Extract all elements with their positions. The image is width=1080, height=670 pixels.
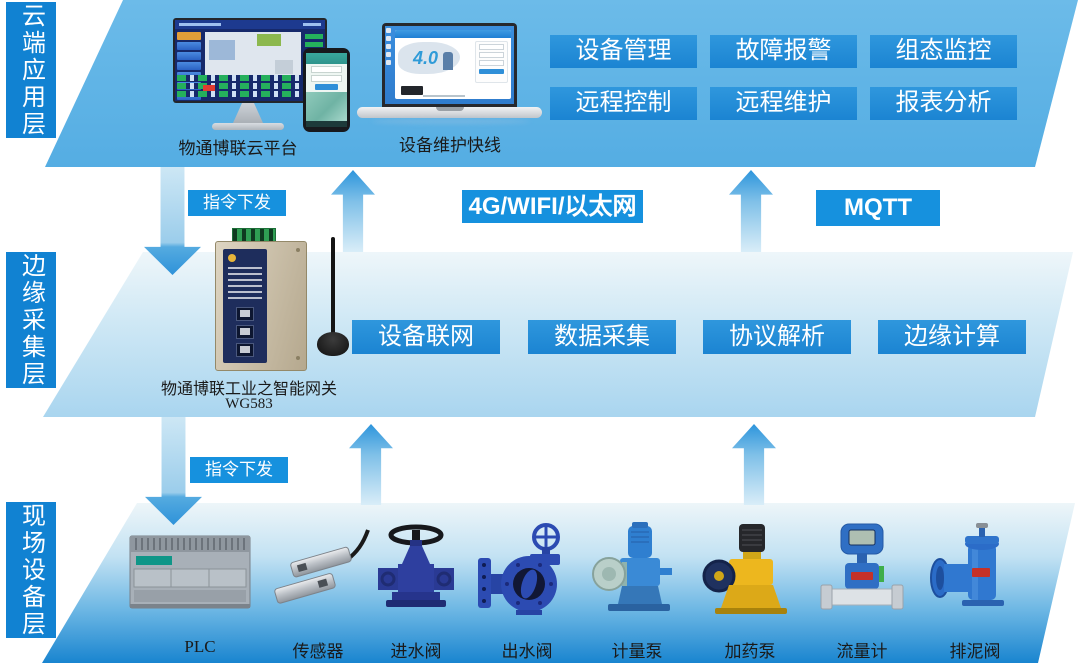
cloud-feature-report-analysis: 报表分析 bbox=[870, 87, 1017, 120]
dashboard-data-rows bbox=[177, 75, 323, 99]
flow-meter-device bbox=[807, 522, 917, 622]
laptop-notch bbox=[436, 107, 464, 111]
gateway-screw bbox=[296, 356, 300, 360]
gateway-logo bbox=[228, 254, 236, 262]
device-label-flow-meter: 流量计 bbox=[836, 642, 888, 661]
dosing-pump-icon bbox=[702, 524, 787, 614]
command-down-tag-top: 指令下发 bbox=[188, 190, 286, 216]
mobile-app-screen bbox=[306, 53, 347, 127]
device-label-plc: PLC bbox=[184, 637, 216, 656]
gateway-label-text bbox=[228, 267, 262, 299]
edge-feature-device-connect: 设备联网 bbox=[352, 320, 500, 354]
cloud-layer-label: 云端应用层 bbox=[6, 2, 56, 138]
edge-feature-edge-compute: 边缘计算 bbox=[878, 320, 1026, 354]
mqtt-protocol-tag: MQTT bbox=[816, 190, 940, 226]
mobile-footer-bar bbox=[306, 121, 347, 127]
inlet-valve-device bbox=[361, 522, 471, 622]
alarm-cell bbox=[203, 85, 215, 91]
butterfly-valve-icon bbox=[478, 523, 560, 615]
sensor-icon bbox=[274, 529, 370, 604]
antenna-rod bbox=[331, 237, 335, 339]
ethernet-port bbox=[236, 343, 254, 357]
login-panel bbox=[475, 41, 508, 83]
dosing-pump-device bbox=[695, 522, 805, 622]
field-uplink-arrow-left bbox=[349, 424, 393, 505]
metering-pump-icon bbox=[592, 522, 672, 611]
sensor-device bbox=[263, 522, 373, 622]
laptop-caption: 设备维护快线 bbox=[399, 136, 501, 155]
metering-pump-device bbox=[582, 522, 692, 622]
plc-icon bbox=[129, 535, 251, 609]
gateway-caption-line2: WG583 bbox=[225, 396, 273, 412]
dashboard-header-bar bbox=[175, 20, 325, 29]
machine-graphic bbox=[275, 60, 293, 74]
maintenance-app-window: 4.0 bbox=[395, 30, 511, 99]
industry-40-text: 4.0 bbox=[413, 48, 439, 68]
laptop-base bbox=[357, 107, 542, 118]
mobile-app-phone bbox=[303, 48, 350, 132]
mobile-app-header bbox=[306, 53, 347, 64]
gateway-caption-line1: 物通博联工业之智能网关 bbox=[160, 381, 337, 398]
ethernet-port bbox=[236, 325, 254, 339]
footer-text-line bbox=[423, 95, 465, 97]
edge-layer-label: 边缘采集层 bbox=[6, 252, 56, 388]
cloud-platform-monitor bbox=[173, 18, 327, 103]
mobile-login-button bbox=[315, 84, 338, 90]
monitor-base bbox=[212, 123, 284, 130]
cloud-feature-remote-maintenance: 远程维护 bbox=[710, 87, 857, 120]
uplink-arrow-left bbox=[331, 170, 375, 252]
desktop-icons bbox=[386, 28, 392, 68]
maintenance-laptop: 4.0 bbox=[382, 23, 517, 107]
mobile-map-image bbox=[306, 92, 347, 121]
antenna-base bbox=[317, 332, 349, 356]
device-label-outlet-valve: 出水阀 bbox=[501, 642, 553, 661]
laptop-screen: 4.0 bbox=[385, 26, 514, 104]
flow-meter-icon bbox=[820, 523, 904, 610]
plc-device bbox=[128, 522, 252, 622]
product-thumbnails bbox=[401, 86, 423, 95]
field-uplink-arrow-right bbox=[732, 424, 776, 505]
device-label-sludge-valve: 排泥阀 bbox=[949, 642, 1001, 661]
device-label-inlet-valve: 进水阀 bbox=[390, 642, 442, 661]
cloud-feature-remote-control: 远程控制 bbox=[550, 87, 697, 120]
laptop-shadow bbox=[372, 119, 530, 124]
device-label-metering-pump: 计量泵 bbox=[611, 642, 663, 661]
gateway-front-panel bbox=[223, 249, 267, 363]
dashboard-3d-scene bbox=[205, 32, 301, 78]
edge-feature-protocol-parse: 协议解析 bbox=[703, 320, 851, 354]
command-down-tag-bottom: 指令下发 bbox=[190, 457, 288, 483]
gateway-screw bbox=[296, 248, 300, 252]
cloud-platform-caption: 物通博联云平台 bbox=[178, 139, 298, 158]
person-photo bbox=[443, 52, 453, 70]
uplink-arrow-right bbox=[729, 170, 773, 252]
device-label-sensor: 传感器 bbox=[292, 642, 344, 661]
sludge-valve-icon bbox=[930, 523, 1004, 606]
field-layer-label: 现场设备层 bbox=[6, 502, 56, 638]
mobile-input-field bbox=[311, 75, 342, 82]
scada-dashboard-screen bbox=[175, 20, 325, 101]
mobile-input-field bbox=[311, 66, 342, 73]
gate-valve-icon bbox=[378, 524, 454, 607]
sludge-valve-device bbox=[920, 522, 1030, 622]
edge-feature-data-collect: 数据采集 bbox=[528, 320, 676, 354]
uplink-protocol-tag: 4G/WIFI/以太网 bbox=[462, 190, 643, 223]
device-label-dosing-pump: 加药泵 bbox=[724, 642, 776, 661]
gateway-terminal-block bbox=[232, 228, 276, 243]
app-header-bar bbox=[395, 30, 511, 38]
cloud-feature-scada-monitor: 组态监控 bbox=[870, 35, 1017, 68]
cloud-feature-device-mgmt: 设备管理 bbox=[550, 35, 697, 68]
outlet-valve-device bbox=[472, 522, 582, 622]
monitor-stand bbox=[233, 103, 263, 123]
tank-graphic bbox=[209, 40, 235, 60]
cloud-feature-fault-alarm: 故障报警 bbox=[710, 35, 857, 68]
green-area-graphic bbox=[257, 34, 281, 46]
ethernet-port bbox=[236, 307, 254, 321]
